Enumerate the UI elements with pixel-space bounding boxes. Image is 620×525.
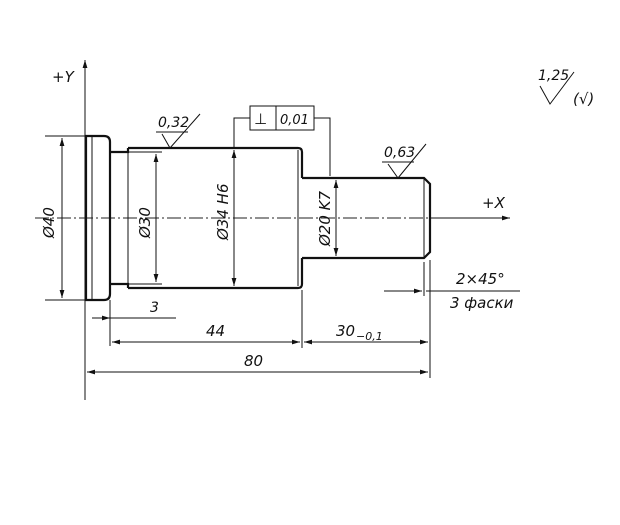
dimension-total-length: 80 [84,300,428,378]
chamfer-callout: 2×45° 3 фаски [384,262,520,312]
roughness-pin-label: 0,63 [384,145,415,161]
perpendicularity-symbol: ⊥ [254,110,267,128]
general-roughness-value: 1,25 [538,68,569,84]
pin-length-tolerance-label: −0,1 [356,330,383,343]
roughness-mark-pin: 0,63 [382,143,427,179]
roughness-mark-collar: 0,32 [156,113,201,149]
x-axis-label: +X [482,194,506,212]
pin-length-label: 30 [336,322,355,340]
general-roughness: 1,25 (√) [538,68,594,108]
main-length-label: 44 [206,322,225,340]
dimension-pin-diameter: Ø20 K7 [316,180,339,256]
dimension-main-diameter: Ø34 H6 [214,150,237,286]
dimension-shoulder-diameter: Ø30 [128,151,162,285]
pin-diameter-label: Ø20 K7 [316,191,334,247]
y-axis-label: +Y [52,68,76,86]
dimension-pin-length: 30 −0,1 [304,260,431,378]
main-diameter-label: Ø34 H6 [214,184,232,241]
shaft-outline [84,134,432,302]
dimension-groove-width: 3 [92,300,176,346]
perpendicularity-value: 0,01 [280,113,309,128]
dimension-main-length: 44 [112,290,303,348]
total-length-label: 80 [244,352,263,370]
perpendicularity-tolerance-frame: ⊥ 0,01 [233,105,331,176]
chamfer-size-label: 2×45° [456,270,505,288]
shoulder-diameter-label: Ø30 [136,207,154,239]
dimension-flange-diameter: Ø40 [40,135,86,301]
roughness-collar-label: 0,32 [158,115,189,131]
general-roughness-other: (√) [573,90,594,108]
groove-width-label: 3 [150,300,159,316]
flange-diameter-label: Ø40 [40,207,58,239]
chamfer-note-label: 3 фаски [450,294,514,312]
x-axis: +X [35,194,510,221]
